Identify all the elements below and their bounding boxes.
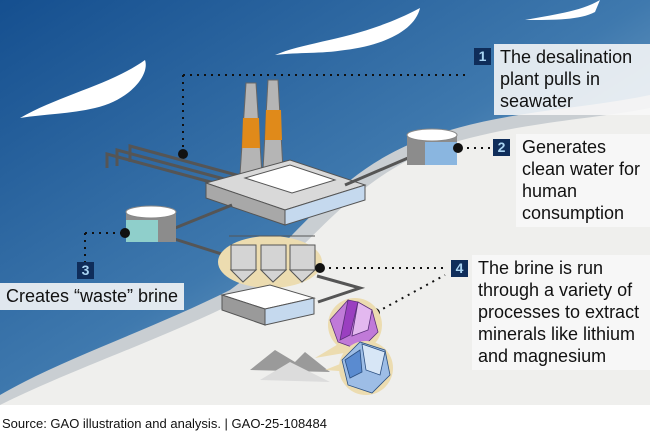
leader-line-3 bbox=[84, 232, 122, 262]
callout-1: The desalination plant pulls in seawater bbox=[494, 44, 650, 115]
step-badge-4: 4 bbox=[451, 260, 468, 277]
callout-3-text: Creates “waste” brine bbox=[0, 283, 185, 310]
smokestack-icon bbox=[239, 79, 284, 176]
mineral-pile-icon bbox=[250, 350, 330, 382]
ocean-waves-icon bbox=[20, 0, 600, 118]
callout-3: Creates “waste” brine bbox=[0, 283, 185, 310]
callout-2-text: Generates clean water for human consumpt… bbox=[516, 134, 650, 227]
clean-water-tank-icon bbox=[406, 128, 458, 165]
callout-1-text: The desalination plant pulls in seawater bbox=[494, 44, 650, 115]
purple-crystal-icon bbox=[329, 299, 379, 351]
callout-4-text: The brine is run through a variety of pr… bbox=[472, 255, 650, 370]
step-badge-1: 1 bbox=[474, 48, 491, 65]
silo-icon bbox=[229, 235, 317, 283]
callout-4: The brine is run through a variety of pr… bbox=[472, 255, 650, 370]
intake-pipes bbox=[105, 144, 263, 192]
brine-tank-icon bbox=[125, 205, 177, 242]
source-note: Source: GAO illustration and analysis. |… bbox=[2, 416, 327, 431]
blue-crystal-icon bbox=[341, 341, 391, 394]
step-badge-3: 3 bbox=[77, 262, 94, 279]
leader-line-4 bbox=[322, 267, 446, 313]
plant-building-icon bbox=[204, 159, 367, 226]
callout-2: Generates clean water for human consumpt… bbox=[516, 134, 650, 227]
leader-line-1 bbox=[182, 74, 470, 152]
processing-building-icon bbox=[220, 284, 316, 326]
step-badge-2: 2 bbox=[493, 139, 510, 156]
